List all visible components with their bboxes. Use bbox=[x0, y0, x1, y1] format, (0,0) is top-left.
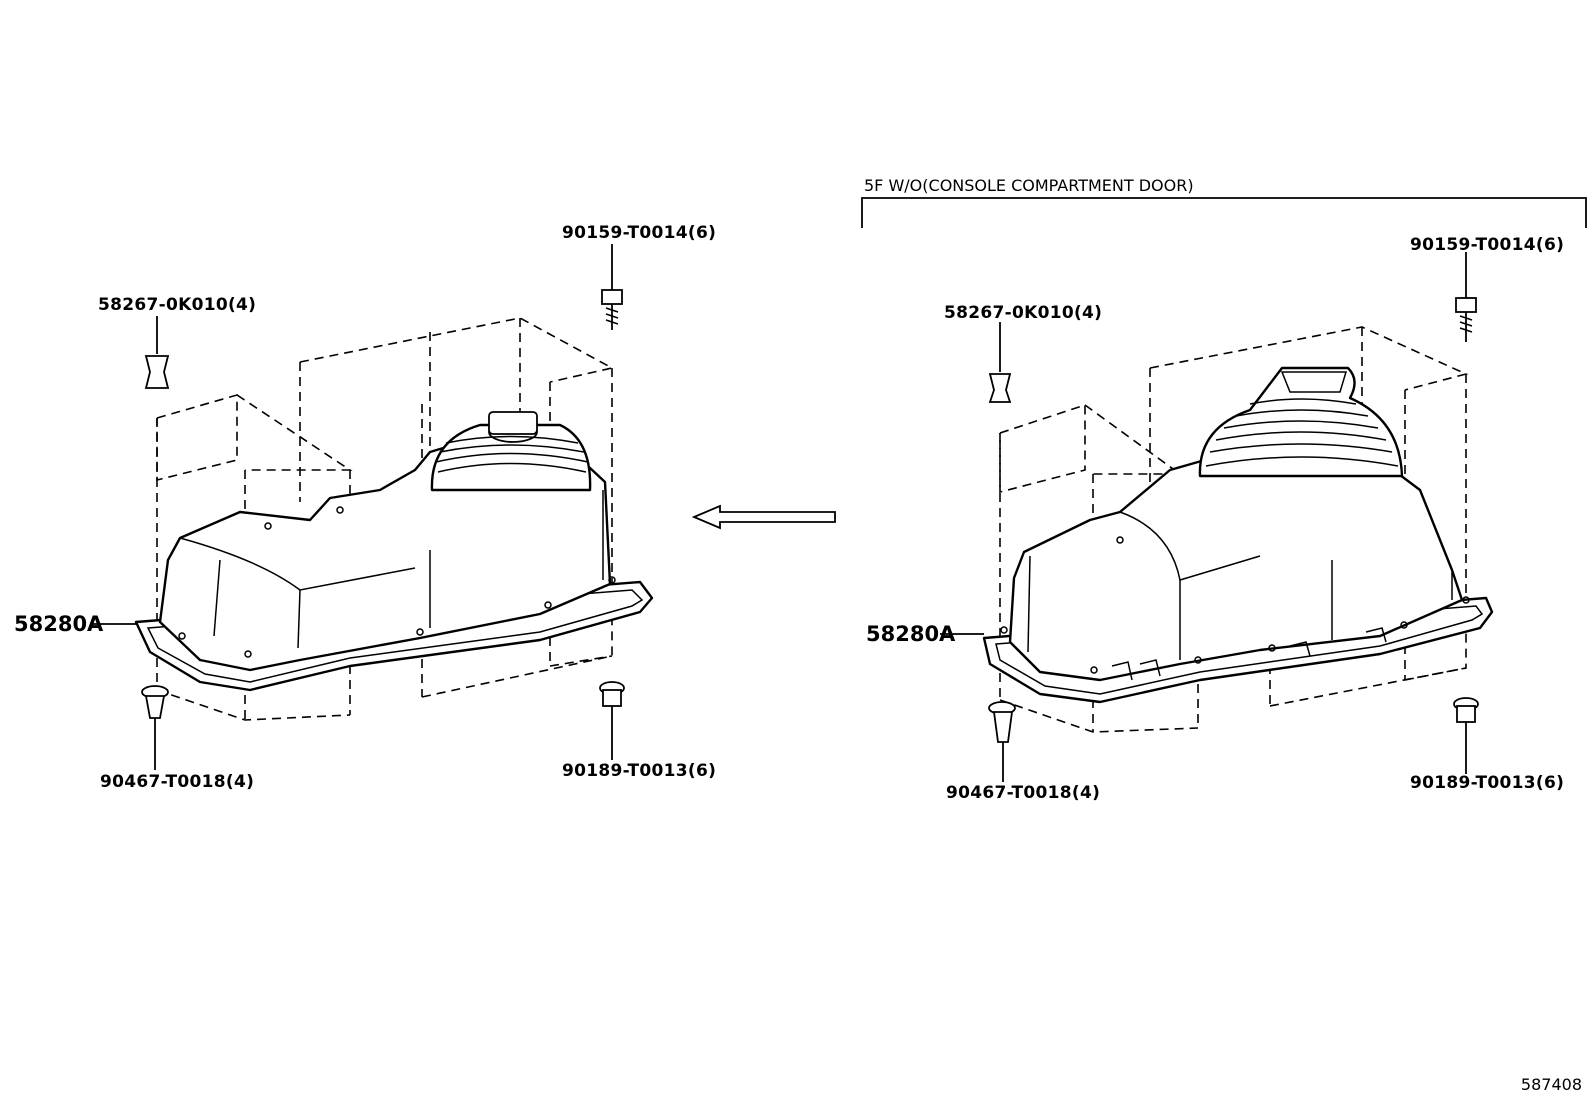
direction-arrow bbox=[691, 504, 836, 530]
left-clip-top bbox=[144, 316, 170, 389]
left-bolt-label: 90159-T0014(6) bbox=[562, 223, 716, 243]
left-clip-bottom bbox=[141, 685, 169, 770]
right-pad-label: 58280A bbox=[866, 622, 956, 646]
condition-bracket bbox=[861, 197, 1587, 228]
right-clip-bottom bbox=[988, 701, 1016, 782]
left-bolt-top bbox=[601, 244, 623, 330]
right-bolt-label: 90159-T0014(6) bbox=[1410, 235, 1564, 255]
left-clip-top-label: 58267-0K010(4) bbox=[98, 295, 256, 315]
left-nut-bottom bbox=[599, 681, 625, 760]
right-clip-top bbox=[988, 322, 1012, 403]
right-clip-top-label: 58267-0K010(4) bbox=[944, 303, 1102, 323]
left-pad-label: 58280A bbox=[14, 612, 104, 636]
left-assembly: 90159-T0014(6) 58267-0K010(4) 58280A 904… bbox=[14, 223, 716, 792]
left-clip-bottom-label: 90467-T0018(4) bbox=[100, 772, 254, 792]
right-pad-58280a bbox=[982, 366, 1494, 704]
left-nut-label: 90189-T0013(6) bbox=[562, 761, 716, 781]
right-bolt-top bbox=[1455, 252, 1477, 342]
right-nut-label: 90189-T0013(6) bbox=[1410, 773, 1564, 793]
left-pad-58280a bbox=[134, 411, 654, 692]
condition-header: 5F W/O(CONSOLE COMPARTMENT DOOR) bbox=[864, 176, 1194, 195]
figure-reference: 587408 bbox=[1521, 1075, 1582, 1094]
right-nut-bottom bbox=[1453, 697, 1479, 774]
right-assembly: 5F W/O(CONSOLE COMPARTMENT DOOR) bbox=[861, 176, 1587, 803]
right-clip-bottom-label: 90467-T0018(4) bbox=[946, 783, 1100, 803]
